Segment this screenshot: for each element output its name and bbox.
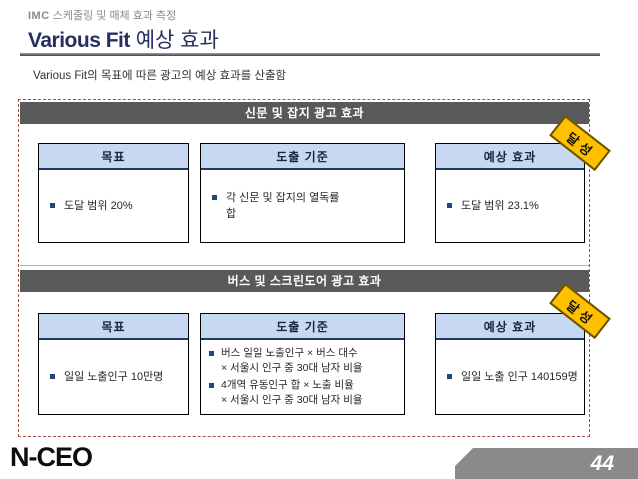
title-divider	[20, 53, 600, 56]
bullet-square-icon	[50, 203, 55, 208]
bullet-item: 각 신문 및 잡지의 열독률 합	[210, 190, 400, 222]
page-number: 44	[590, 451, 614, 475]
box-body: 버스 일일 노출인구 × 버스 대수 × 서울시 인구 중 30대 남자 비율 …	[201, 340, 404, 414]
breadcrumb-bold: IMC	[28, 10, 50, 22]
effect-box-print: 예상 효과 도달 범위 23.1%	[435, 143, 585, 243]
bullet-item: 도달 범위 20%	[48, 198, 184, 214]
page-title-en: Various Fit	[28, 29, 130, 52]
box-header: 목표	[39, 144, 188, 170]
criteria-box-bus: 도출 기준 버스 일일 노출인구 × 버스 대수 × 서울시 인구 중 30대 …	[200, 313, 405, 415]
page-title-ko: 예상 효과	[129, 29, 219, 52]
bullet-square-icon	[212, 195, 217, 200]
breadcrumb: IMC 스케줄링 및 매체 효과 측정	[28, 7, 176, 23]
box-body: 일일 노출 인구 140159명	[436, 340, 584, 414]
box-body: 도달 범위 20%	[39, 170, 188, 242]
content-frame	[18, 99, 590, 437]
bullet-square-icon	[447, 374, 452, 379]
box-header: 목표	[39, 314, 188, 340]
box-body: 일일 노출인구 10만명	[39, 340, 188, 414]
bullet-text: 일일 노출인구 10만명	[64, 371, 164, 383]
bullet-text: 4개역 유동인구 합 × 노출 비율	[221, 379, 354, 391]
company-logo: N-CEO	[10, 442, 93, 472]
bullet-item: 일일 노출인구 10만명	[48, 369, 184, 385]
bullet-item: 일일 노출 인구 140159명	[445, 369, 580, 385]
bullet-text: × 서울시 인구 중 30대 남자 비율	[221, 394, 363, 406]
bullet-square-icon	[50, 374, 55, 379]
box-body: 도달 범위 23.1%	[436, 170, 584, 242]
effect-box-bus: 예상 효과 일일 노출 인구 140159명	[435, 313, 585, 415]
box-header: 예상 효과	[436, 314, 584, 340]
bullet-square-icon	[209, 351, 214, 356]
bullet-text: 버스 일일 노출인구 × 버스 대수	[221, 347, 358, 359]
bullet-item: 4개역 유동인구 합 × 노출 비율 × 서울시 인구 중 30대 남자 비율	[207, 378, 402, 408]
breadcrumb-text: 스케줄링 및 매체 효과 측정	[49, 10, 177, 22]
goal-box-print: 목표 도달 범위 20%	[38, 143, 189, 243]
goal-box-bus: 목표 일일 노출인구 10만명	[38, 313, 189, 415]
box-header: 도출 기준	[201, 314, 404, 340]
page-title: Various Fit 예상 효과	[28, 24, 219, 54]
bullet-square-icon	[209, 383, 214, 388]
bullet-item: 도달 범위 23.1%	[445, 198, 580, 214]
bullet-text: 일일 노출 인구 140159명	[461, 371, 578, 383]
bullet-text: × 서울시 인구 중 30대 남자 비율	[221, 362, 363, 374]
slide-subtitle: Various Fit의 목표에 따른 광고의 예상 효과를 산출함	[33, 70, 287, 82]
box-header: 도출 기준	[201, 144, 404, 170]
box-body: 각 신문 및 잡지의 열독률 합	[201, 170, 404, 242]
section-divider	[20, 265, 589, 266]
box-header: 예상 효과	[436, 144, 584, 170]
section-band-print-ads: 신문 및 잡지 광고 효과	[20, 102, 589, 124]
bullet-text: 도달 범위 20%	[64, 200, 133, 212]
section-band-bus-ads: 버스 및 스크린도어 광고 효과	[20, 270, 589, 292]
criteria-box-print: 도출 기준 각 신문 및 잡지의 열독률 합	[200, 143, 405, 243]
bullet-text: 각 신문 및 잡지의 열독률	[226, 192, 340, 204]
bullet-square-icon	[447, 203, 452, 208]
bullet-item: 버스 일일 노출인구 × 버스 대수 × 서울시 인구 중 30대 남자 비율	[207, 346, 402, 376]
page-number-badge: 44	[455, 448, 638, 479]
bullet-text: 도달 범위 23.1%	[461, 200, 539, 212]
bullet-text: 합	[226, 208, 237, 220]
